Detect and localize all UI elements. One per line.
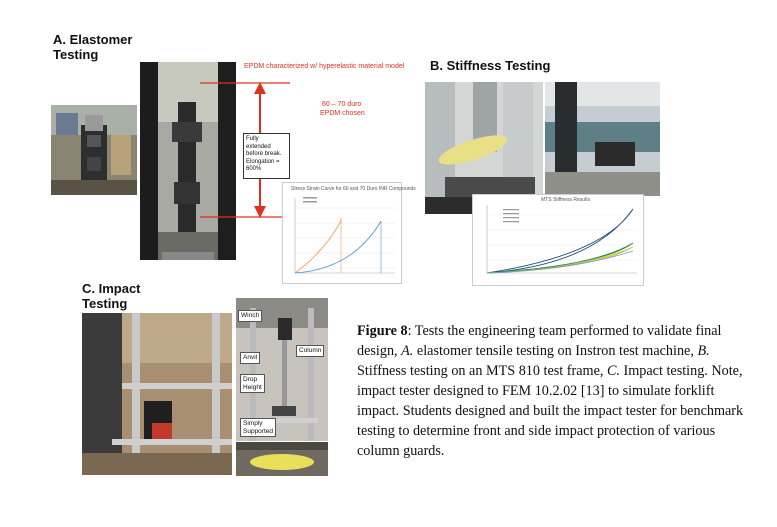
caption-c-label: C. [606,363,620,379]
mts-frame-image [425,82,543,214]
elongation-note-box: Fully extended before break. Elongation … [243,133,290,179]
duro-note-line2: EPDM chosen [320,110,365,117]
elastomer-photo-large [140,62,236,260]
caption-a-text: elastomer tensile testing on Instron tes… [413,343,698,359]
elongation-line-3: before break. [246,151,282,157]
elastomer-photo-small [51,105,137,195]
stiffness-chart: MTS Stiffness Results [472,194,644,286]
black-guard-sample [595,142,635,166]
yellow-guard-sample [250,454,314,470]
figure-caption: Figure 8: Tests the engineering team per… [357,321,759,461]
elongation-line-5: 600% [246,166,262,172]
column-guard-sample [438,135,508,165]
stiffness-photo-right [545,82,660,196]
section-c-title-line1: C. Impact [82,281,141,296]
arrow-up-icon [254,82,266,94]
elongation-line-1: Fully [246,136,259,142]
column-label: Column [296,345,325,357]
stiffness-photo-left [425,82,543,214]
drop-height-line2: Height [243,383,262,391]
stiffness-chart-title: MTS Stiffness Results [541,197,591,203]
duro-note-line1: 60 – 70 duro [322,101,362,108]
stiffness-series-2 [486,242,634,274]
caption-b-label: B. [697,343,710,359]
simply-supported-line1: Simply [243,420,263,427]
simply-supported-line2: Supported [243,427,273,435]
impact-tester-image [82,313,232,475]
winch-label: Winch [238,310,263,322]
lab-room-image [545,82,660,196]
impact-photo-bottom [236,442,328,476]
instron-frame-image [140,62,236,260]
model-note: EPDM characterized w/ hyperelastic mater… [244,63,405,70]
section-b-title: B. Stiffness Testing [430,58,551,73]
simply-supported-label: Simply Supported [240,418,276,437]
caption-c-text: Impact testing. Note, impact tester desi… [357,363,744,459]
elongation-line-2: extended [246,143,271,150]
arrow-down-icon [254,206,266,218]
section-c-title-line2: Testing [82,296,128,311]
crushed-guard-image [236,442,328,476]
series-60-duro-curve [294,218,342,274]
stiffness-series-1 [486,208,634,274]
stress-strain-chart-title: Stress Strain Curve for 60 and 70 Duro I… [291,186,416,192]
stiffness-series-4 [486,250,634,274]
anvil-label: Anvil [240,352,261,364]
section-c-title: C. Impact Testing [82,281,141,311]
stress-strain-chart: Stress Strain Curve for 60 and 70 Duro I… [282,182,416,284]
stiffness-plot [486,205,637,274]
drop-height-label: Drop Height [240,374,265,393]
section-a-title: A. Elastomer Testing [53,32,132,62]
caption-a-label: A. [401,343,414,359]
drop-height-line1: Drop [243,376,258,383]
section-a-title-line1: A. Elastomer [53,32,133,47]
section-a-title-line2: Testing [53,47,99,62]
impact-photo-main [82,313,232,475]
figure-label: Figure 8 [357,323,408,339]
caption-b-text: Stiffness testing on an MTS 810 test fra… [357,363,607,379]
caption-intro: : Tests the engineering team performed t… [357,323,722,359]
instron-closeup-image [51,105,137,195]
stress-strain-plot [294,197,395,274]
elongation-line-4: Elongation = [246,158,280,165]
series-70-duro-curve [294,220,382,274]
